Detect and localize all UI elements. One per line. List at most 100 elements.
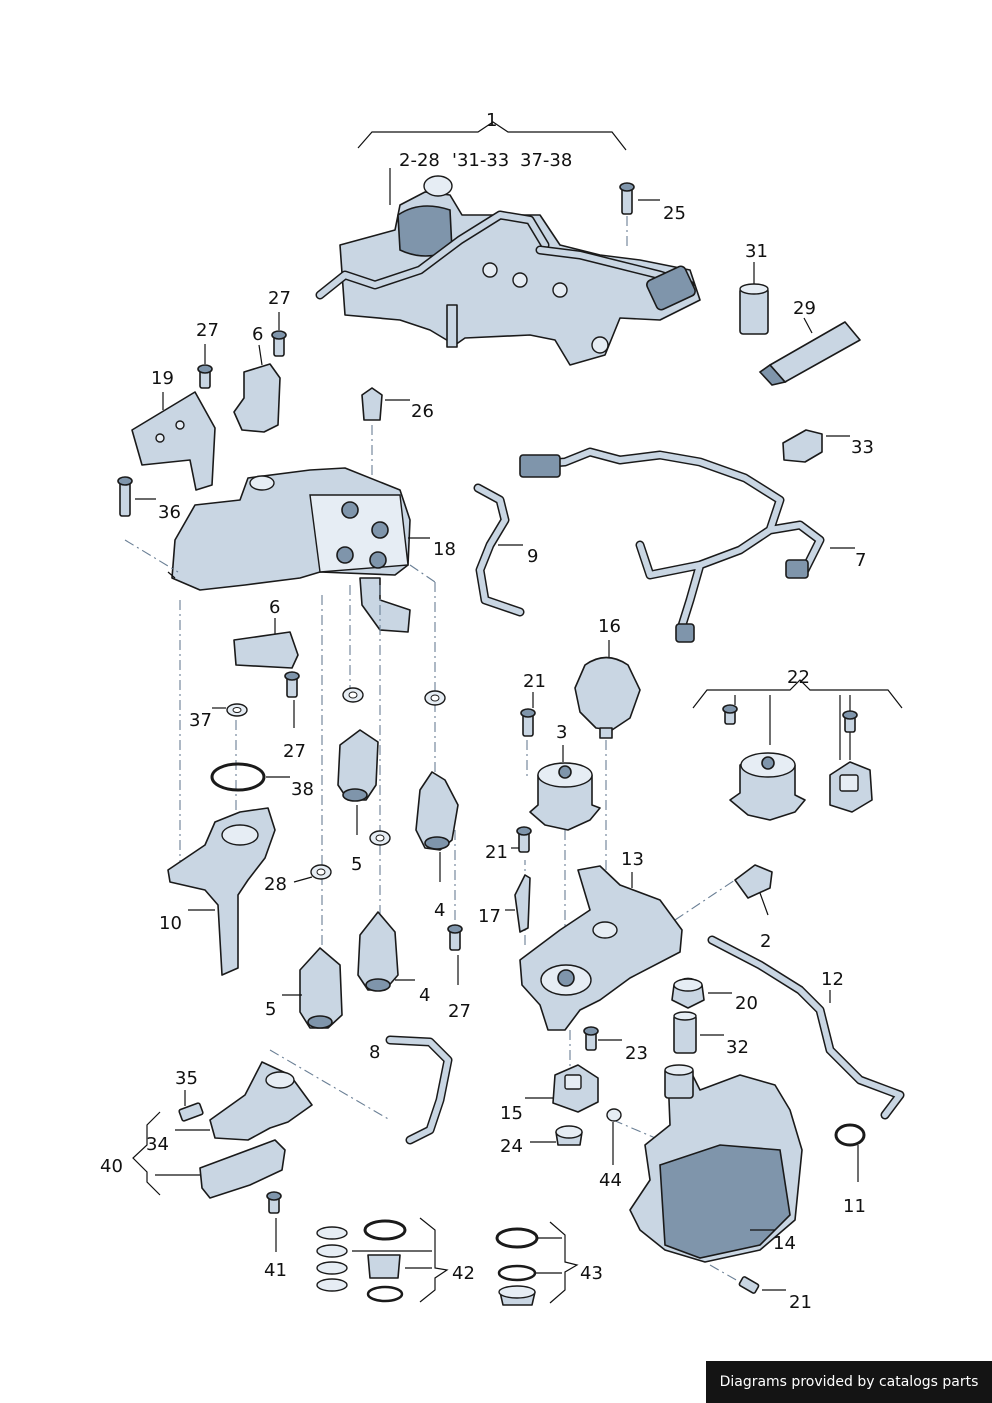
bolt-27-d[interactable] — [447, 924, 463, 985]
attribution-banner: Diagrams provided by catalogs parts — [706, 1361, 992, 1403]
seal-kit-43[interactable] — [495, 1221, 579, 1306]
bolt-27-c[interactable] — [284, 671, 300, 728]
bracket-6-upper[interactable] — [233, 344, 281, 433]
hydraulic-control-housing-18[interactable] — [171, 467, 430, 633]
washer-37[interactable] — [212, 703, 248, 717]
callout-32: 32 — [726, 1037, 749, 1058]
callout-5-b: 5 — [265, 999, 277, 1020]
solenoid-valve-4-a[interactable] — [415, 771, 459, 882]
pressure-switch-2[interactable] — [734, 864, 773, 916]
callout-16: 16 — [598, 616, 621, 637]
solenoid-valve-5-a[interactable] — [337, 729, 379, 835]
callout-24: 24 — [500, 1136, 523, 1157]
callout-1: 1 — [486, 110, 498, 131]
callout-1-range-b: '31-33 — [452, 150, 510, 171]
washer-b[interactable] — [424, 690, 446, 706]
callout-7: 7 — [855, 550, 867, 571]
callout-42: 42 — [452, 1263, 475, 1284]
hose-12[interactable] — [707, 935, 905, 1120]
callout-27-b: 27 — [196, 320, 219, 341]
callout-15: 15 — [500, 1103, 523, 1124]
washer-a[interactable] — [342, 687, 364, 703]
callout-10: 10 — [159, 913, 182, 934]
accumulator-16[interactable] — [574, 640, 641, 739]
bolt-25[interactable] — [619, 182, 660, 250]
bracket-6-lower[interactable] — [233, 618, 299, 669]
callout-41: 41 — [264, 1260, 287, 1281]
callout-21-a: 21 — [523, 671, 546, 692]
callout-43: 43 — [580, 1263, 603, 1284]
callout-28: 28 — [264, 874, 287, 895]
callout-1-range-a: 2-28 — [399, 150, 440, 171]
washer-28[interactable] — [293, 864, 332, 883]
callout-20: 20 — [735, 993, 758, 1014]
sleeve-32[interactable] — [673, 1011, 724, 1054]
callout-2: 2 — [760, 931, 772, 952]
sensor-40[interactable] — [155, 1139, 286, 1199]
clip-33[interactable] — [782, 429, 850, 463]
clamp-11[interactable] — [834, 1123, 866, 1182]
plate-19[interactable] — [131, 391, 216, 491]
bolt-27-a[interactable] — [197, 344, 213, 389]
group-bracket-40 — [132, 1111, 161, 1196]
callout-38: 38 — [291, 779, 314, 800]
callout-6-b: 6 — [269, 597, 281, 618]
sleeve-31[interactable] — [739, 262, 769, 335]
callout-22: 22 — [787, 667, 810, 688]
callout-3: 3 — [556, 722, 568, 743]
cap-20[interactable] — [671, 977, 732, 1009]
callout-34: 34 — [146, 1134, 169, 1155]
bracket-17[interactable] — [505, 874, 531, 933]
callout-17: 17 — [478, 906, 501, 927]
callout-37: 37 — [189, 710, 212, 731]
pump-housing-10[interactable] — [167, 807, 276, 976]
callout-27-a: 27 — [268, 288, 291, 309]
sensor-15[interactable] — [525, 1064, 599, 1113]
misc-leaders — [167, 571, 176, 579]
washer-c[interactable] — [369, 830, 391, 846]
callout-4-b: 4 — [419, 985, 431, 1006]
plug-26[interactable] — [361, 387, 410, 475]
clip-44[interactable] — [606, 1108, 622, 1165]
callout-1-range-c: 37-38 — [520, 150, 573, 171]
bolt-41[interactable] — [266, 1191, 282, 1252]
callout-14: 14 — [773, 1233, 796, 1254]
seal-kit-42[interactable] — [316, 1217, 449, 1303]
wiring-harness-7[interactable] — [519, 447, 855, 643]
solenoid-valve-4-b[interactable] — [357, 911, 415, 992]
pump-motor-3[interactable] — [529, 745, 601, 831]
bolt-21-b[interactable] — [511, 826, 532, 853]
plug-24[interactable] — [530, 1125, 583, 1146]
callout-25: 25 — [663, 203, 686, 224]
callout-4-a: 4 — [434, 900, 446, 921]
callout-31: 31 — [745, 241, 768, 262]
callout-13: 13 — [621, 849, 644, 870]
bolt-35[interactable] — [178, 1090, 204, 1122]
sensor-housing-34[interactable] — [175, 1061, 313, 1141]
callout-11: 11 — [843, 1196, 866, 1217]
pipe-9[interactable] — [473, 483, 525, 617]
bolt-23[interactable] — [583, 1026, 622, 1051]
bolt-21-c[interactable] — [738, 1276, 786, 1294]
group-bracket-1 — [357, 121, 627, 205]
callout-9: 9 — [527, 546, 539, 567]
callout-5-a: 5 — [351, 854, 363, 875]
bolt-27-b[interactable] — [271, 312, 287, 357]
motor-22[interactable] — [722, 704, 806, 821]
bolt-21-a[interactable] — [520, 692, 536, 737]
reservoir-14[interactable] — [629, 1064, 803, 1263]
grease-tube-29[interactable] — [758, 317, 861, 386]
callout-36: 36 — [158, 502, 181, 523]
pipe-8[interactable] — [385, 1035, 453, 1145]
sensor-22[interactable] — [829, 710, 873, 813]
callout-12: 12 — [821, 969, 844, 990]
mechatronic-unit[interactable] — [315, 175, 701, 366]
callout-40: 40 — [100, 1156, 123, 1177]
o-ring-38[interactable] — [210, 762, 290, 792]
solenoid-valve-5-b[interactable] — [282, 947, 343, 1029]
callout-23: 23 — [625, 1043, 648, 1064]
pump-bracket-13[interactable] — [519, 865, 683, 1031]
callout-44: 44 — [599, 1170, 622, 1191]
bolt-36[interactable] — [117, 476, 156, 517]
callout-26: 26 — [411, 401, 434, 422]
